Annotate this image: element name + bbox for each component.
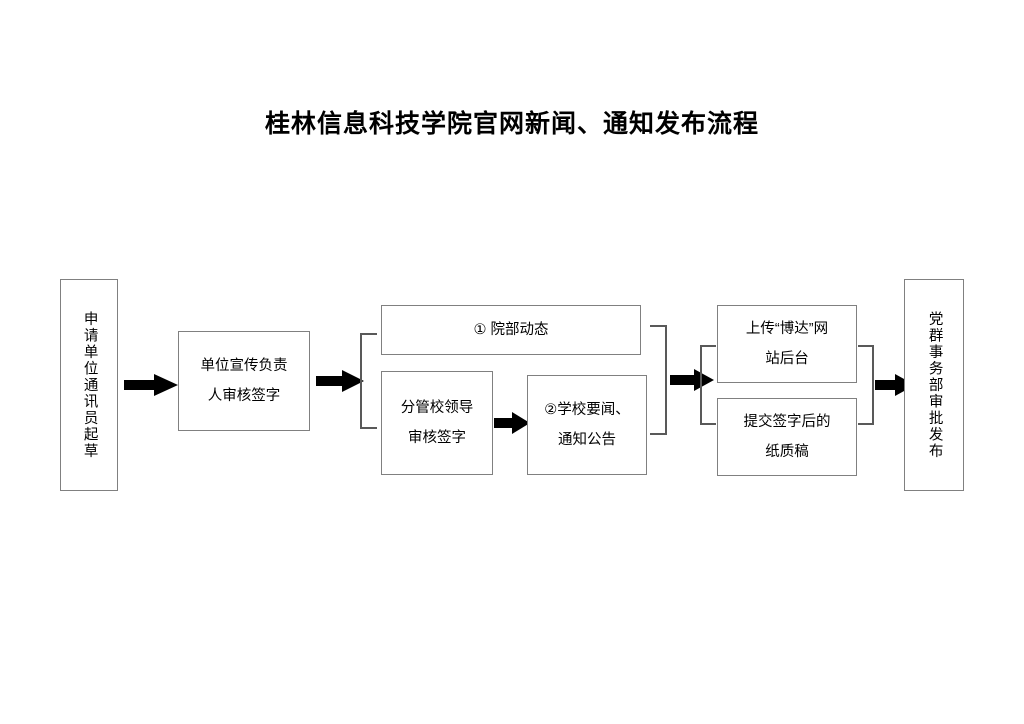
node-upload-line1: 上传“博达”网 [745, 321, 829, 337]
node-leader-review[interactable]: 分管校领导 审核签字 [381, 371, 493, 475]
node-leader-review-line2: 审核签字 [408, 430, 466, 446]
node-paper[interactable]: 提交签字后的 纸质稿 [717, 398, 857, 476]
node-branch-b-line1: ②学校要闻、 [544, 402, 630, 418]
node-branch-a[interactable]: ① 院部动态 [381, 305, 641, 355]
node-branch-b-line2: 通知公告 [558, 432, 616, 448]
node-draft-label: 申请单位通讯员起草 [81, 310, 98, 460]
arrow-unit-review-to-branches [316, 370, 364, 392]
page-title: 桂林信息科技学院官网新闻、通知发布流程 [264, 111, 759, 138]
node-publish-label: 党群事务部审批发布 [926, 310, 943, 460]
node-branch-b[interactable]: ②学校要闻、 通知公告 [527, 375, 647, 475]
bracket-open-icon-submit [698, 345, 718, 425]
node-upload[interactable]: 上传“博达”网 站后台 [717, 305, 857, 383]
node-unit-review-line2: 人审核签字 [207, 388, 281, 404]
arrow-branches-to-submit [670, 369, 714, 391]
bracket-close-icon-branches [648, 325, 670, 435]
node-upload-line2: 站后台 [765, 351, 809, 367]
arrow-leader-review-to-branch-b [494, 412, 530, 434]
node-branch-a-label: ① 院部动态 [473, 322, 549, 338]
arrow-draft-to-unit-review [124, 374, 178, 396]
bracket-open-icon-branches [357, 333, 379, 429]
node-paper-line1: 提交签字后的 [743, 414, 831, 430]
node-draft[interactable]: 申请单位通讯员起草 [60, 279, 118, 491]
node-publish[interactable]: 党群事务部审批发布 [904, 279, 964, 491]
node-paper-line2: 纸质稿 [765, 444, 809, 460]
node-leader-review-line1: 分管校领导 [400, 400, 474, 416]
node-unit-review[interactable]: 单位宣传负责 人审核签字 [178, 331, 310, 431]
node-unit-review-line1: 单位宣传负责 [200, 358, 288, 374]
bracket-close-icon-submit [856, 345, 876, 425]
